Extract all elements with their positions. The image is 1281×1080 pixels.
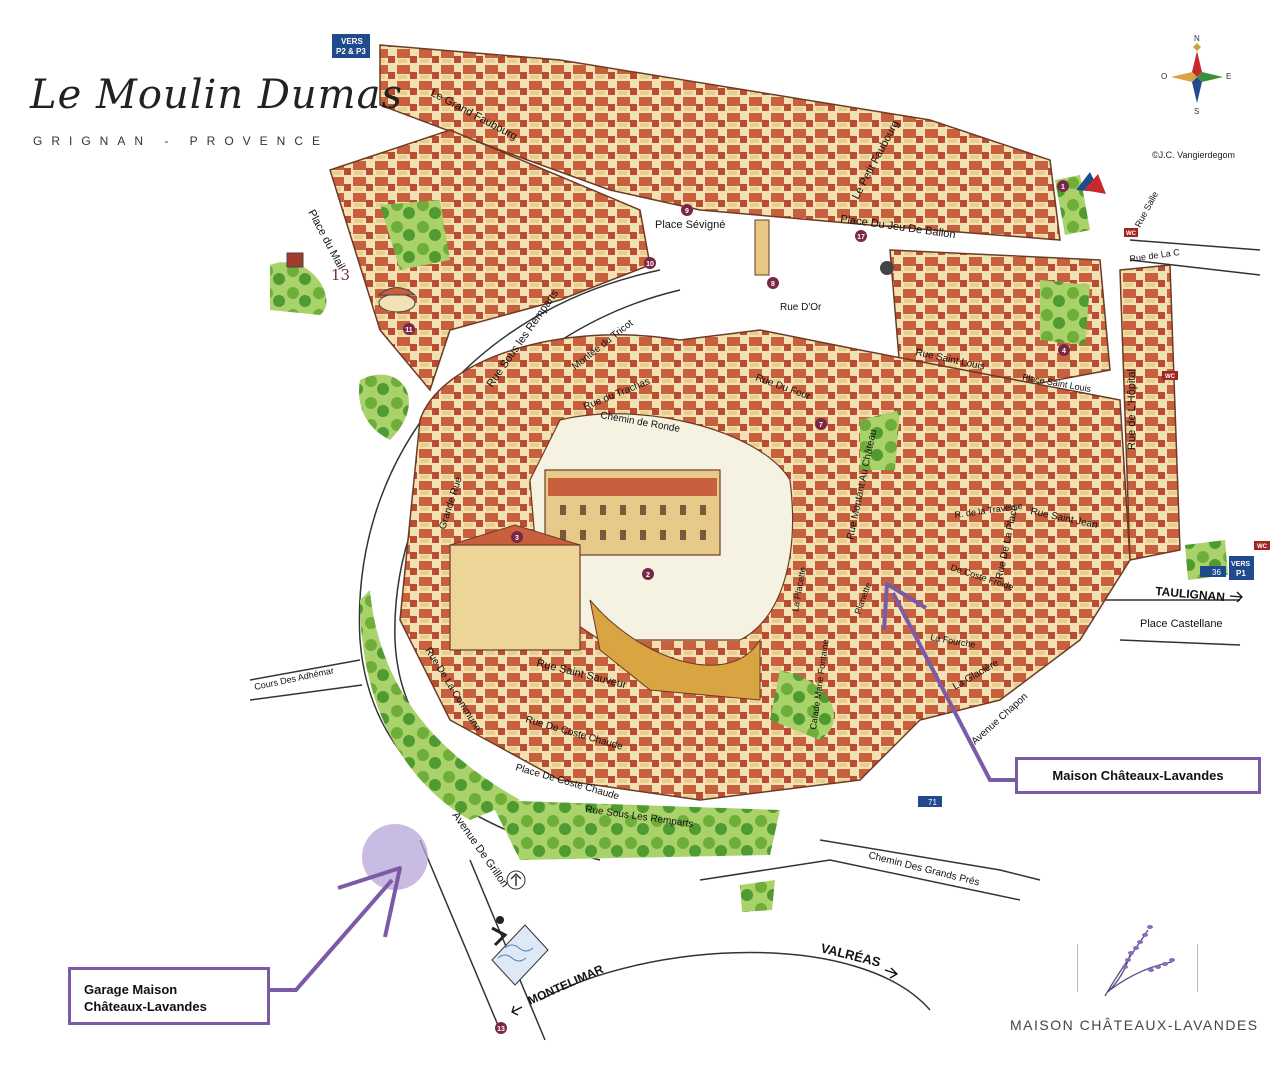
marker-9-icon[interactable] (681, 204, 693, 216)
label-taulignan: TAULIGNAN (1155, 584, 1226, 604)
label-place-du-mail: Place du Mail (305, 208, 347, 272)
marker-10-icon[interactable] (644, 257, 656, 269)
castle-windows (560, 505, 706, 540)
montelimar-arrow (511, 1005, 523, 1016)
compass-rose-icon (1171, 43, 1223, 103)
label-chemin-grands-pres: Chemin Des Grands Prés (867, 850, 980, 888)
label-rue-hopital: Rue de L'Hôpital (1126, 369, 1138, 450)
pool-icon (491, 916, 549, 986)
house-arrow (891, 592, 1015, 782)
marker-10-label: 10 (646, 261, 654, 268)
logo-divider-left (1077, 944, 1078, 992)
marker-7-icon[interactable] (815, 418, 827, 430)
map-markers: 1 2 3 4 7 8 9 10 11 13 17 (403, 180, 1070, 1034)
compass-north: N (1194, 34, 1200, 43)
wc-label-1: WC (1126, 231, 1137, 237)
garage-arrow (268, 878, 394, 992)
old-town (399, 329, 1131, 801)
label-place-sevigne: Place Sévigné (655, 219, 725, 231)
taulignan-arrow (1229, 591, 1243, 603)
marker-11-label: 11 (405, 327, 413, 334)
label-rue-salle: Rue Salle (1133, 190, 1160, 229)
bus-stop-36: 36 (1200, 566, 1226, 577)
bus-stop-71: 71 (918, 796, 942, 807)
compass-west: O (1161, 72, 1167, 81)
marker-17-label: 17 (857, 234, 865, 241)
logo-divider-right (1197, 944, 1198, 992)
house-arrowhead (882, 582, 928, 631)
callout-garage-line1: Garage Maison (84, 982, 178, 997)
callout-maison: Maison Châteaux-Lavandes (1015, 757, 1261, 794)
roundabout-arrow (510, 872, 522, 886)
marker-7-label: 7 (819, 422, 823, 429)
sign-vers-p1: VERS P1 (1229, 556, 1254, 580)
marker-1-label: 1 (1061, 184, 1065, 191)
bus-71-label: 71 (928, 798, 937, 807)
label-place-castellane: Place Castellane (1140, 618, 1223, 630)
red-house-icon (286, 252, 304, 268)
label-cours-adhemar: Cours Des Adhémar (253, 665, 334, 692)
marker-9-label: 9 (685, 208, 689, 215)
marker-2-label: 2 (646, 572, 650, 579)
callout-maison-label: Maison Châteaux-Lavandes (1052, 768, 1224, 783)
marker-1-icon[interactable] (1057, 180, 1069, 192)
compass-south: S (1194, 107, 1199, 116)
compass-east: E (1226, 72, 1231, 81)
marker-8-icon[interactable] (767, 277, 779, 289)
wc-signs: WC WC WC (1124, 228, 1270, 550)
logo-name: MAISON CHÂTEAUX-LAVANDES (1010, 1017, 1259, 1033)
marker-17-icon[interactable] (855, 230, 867, 242)
callout-garage: Garage Maison Châteaux-Lavandes (68, 967, 270, 1025)
label-montelimar: MONTELIMAR (526, 962, 606, 1008)
ring-road (249, 239, 1261, 1041)
wc-label-2: WC (1165, 374, 1176, 380)
marker-4-icon[interactable] (1058, 344, 1070, 356)
brand-title: Le Moulin Dumas (30, 72, 403, 118)
garage-location-circle (362, 824, 428, 890)
kiosk-icon (377, 287, 417, 313)
marker-13-label: 13 (497, 1026, 505, 1033)
legend-number-13: 13 (331, 266, 350, 284)
sign-vers-p2p3-l1: VERS (341, 37, 363, 46)
sign-vers-p2p3: VERS P2 & P3 (332, 34, 370, 58)
clock-tower (754, 219, 770, 276)
marker-13-icon[interactable] (495, 1022, 507, 1034)
label-rue-dor: Rue D'Or (780, 302, 822, 313)
bus-36-label: 36 (1212, 568, 1221, 577)
sign-vers-p1-l1: VERS (1231, 561, 1250, 568)
wc-label-3: WC (1257, 544, 1268, 550)
flag-icon (1076, 172, 1106, 194)
copyright-text: ©J.C. Vangierdegom (1152, 150, 1236, 160)
garage-arrowhead (337, 866, 402, 938)
callout-garage-line2: Châteaux-Lavandes (84, 999, 207, 1014)
valreas-arrow (884, 967, 899, 979)
sign-vers-p2p3-l2: P2 & P3 (336, 47, 366, 56)
marker-4-label: 4 (1062, 348, 1066, 355)
marker-2-icon[interactable] (642, 568, 654, 580)
lavender-logo-icon (1104, 925, 1175, 997)
sign-vers-p1-l2: P1 (1236, 569, 1246, 578)
parking-round-icon (880, 261, 894, 275)
brand-subtitle: GRIGNAN - PROVENCE (33, 134, 330, 148)
marker-8-label: 8 (771, 281, 775, 288)
marker-3-label: 3 (515, 535, 519, 542)
label-rue-de-la-c: Rue de La C (1129, 247, 1181, 264)
marker-11-icon[interactable] (403, 323, 415, 335)
marker-3-icon[interactable] (511, 531, 523, 543)
